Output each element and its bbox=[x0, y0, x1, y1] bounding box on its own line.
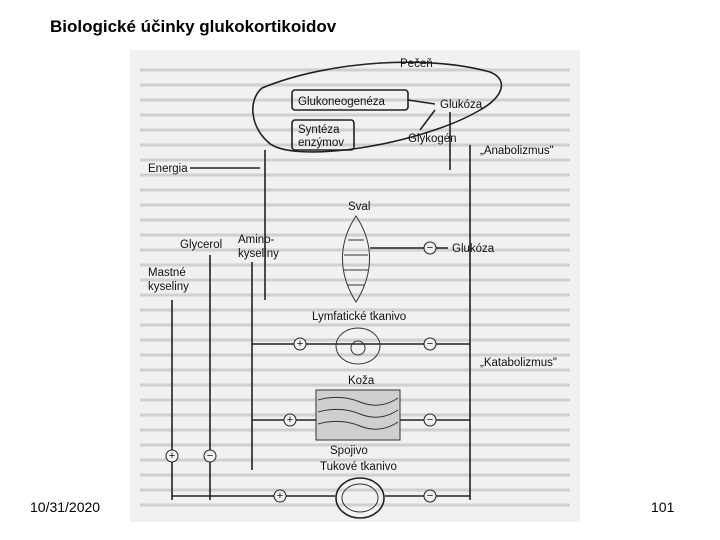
muscle-stripes bbox=[344, 239, 368, 286]
muscle-label: Sval bbox=[348, 201, 370, 213]
plus-badge bbox=[165, 449, 179, 463]
plus-sign: + bbox=[297, 338, 303, 350]
minus-sign: − bbox=[427, 490, 433, 502]
minus-badge bbox=[423, 337, 437, 351]
minus-sign: − bbox=[427, 338, 433, 350]
synthesis-label-1: Syntéza bbox=[298, 124, 340, 136]
adipose-label: Tukové tkanivo bbox=[320, 461, 397, 473]
minus-sign: − bbox=[427, 242, 433, 254]
glycerol-label: Glycerol bbox=[180, 239, 222, 251]
glucocorticoid-diagram: Pečeň Glukoneogenéza Glukóza Syntéza enz… bbox=[140, 58, 570, 519]
lymph-cell-shape bbox=[335, 327, 381, 365]
plus-sign: + bbox=[169, 450, 175, 462]
muscle-shape bbox=[342, 215, 370, 303]
synthesis-box bbox=[291, 119, 355, 151]
gluconeogenesis-label: Glukoneogenéza bbox=[298, 96, 386, 108]
lymphatic-label: Lymfatické tkanivo bbox=[312, 311, 406, 323]
plus-sign: + bbox=[277, 490, 283, 502]
arrow-glucose-glycogen bbox=[419, 109, 436, 131]
adipose-cell-shape bbox=[335, 477, 385, 519]
amino-label-1: Amino- bbox=[238, 234, 275, 246]
catabolism-label: „Katabolizmus" bbox=[480, 357, 557, 369]
skin-label: Koža bbox=[348, 375, 375, 387]
plus-badge bbox=[273, 489, 287, 503]
synthesis-label-2: enzýmov bbox=[298, 137, 344, 149]
glycogen-label: Glykogén bbox=[408, 133, 457, 145]
slide-title: Biologické účinky glukokortikoidov bbox=[50, 17, 337, 36]
minus-badge bbox=[423, 489, 437, 503]
plus-badge bbox=[293, 337, 307, 351]
arrow-gluconeogenesis-glucose bbox=[407, 99, 436, 105]
minus-sign: − bbox=[207, 450, 213, 462]
slide-date: 10/31/2020 bbox=[30, 499, 101, 515]
anabolism-label: „Anabolizmus" bbox=[480, 145, 554, 157]
slide-page-number: 101 bbox=[651, 499, 675, 515]
glucose-mid-label: Glukóza bbox=[452, 243, 495, 255]
liver-label: Pečeň bbox=[400, 58, 433, 70]
plus-sign: + bbox=[287, 414, 293, 426]
connective-label: Spojivo bbox=[330, 445, 368, 457]
skin-texture bbox=[317, 396, 399, 430]
plus-badge bbox=[283, 413, 297, 427]
liver-outline bbox=[252, 61, 503, 153]
lymph-cell-nucleus bbox=[350, 340, 366, 356]
energy-label: Energia bbox=[148, 163, 188, 175]
glucose-top-label: Glukóza bbox=[440, 99, 483, 111]
adipose-cell-inner bbox=[341, 483, 379, 513]
fatty-acids-label-1: Mastné bbox=[148, 267, 186, 279]
minus-badge bbox=[423, 241, 437, 255]
minus-sign: − bbox=[427, 414, 433, 426]
amino-label-2: kyseliny bbox=[238, 248, 279, 260]
minus-badge bbox=[203, 449, 217, 463]
diagram-scan: Pečeň Glukoneogenéza Glukóza Syntéza enz… bbox=[130, 50, 580, 522]
fatty-acids-label-2: kyseliny bbox=[148, 281, 189, 293]
minus-badge bbox=[423, 413, 437, 427]
skin-tissue-shape bbox=[315, 389, 401, 441]
